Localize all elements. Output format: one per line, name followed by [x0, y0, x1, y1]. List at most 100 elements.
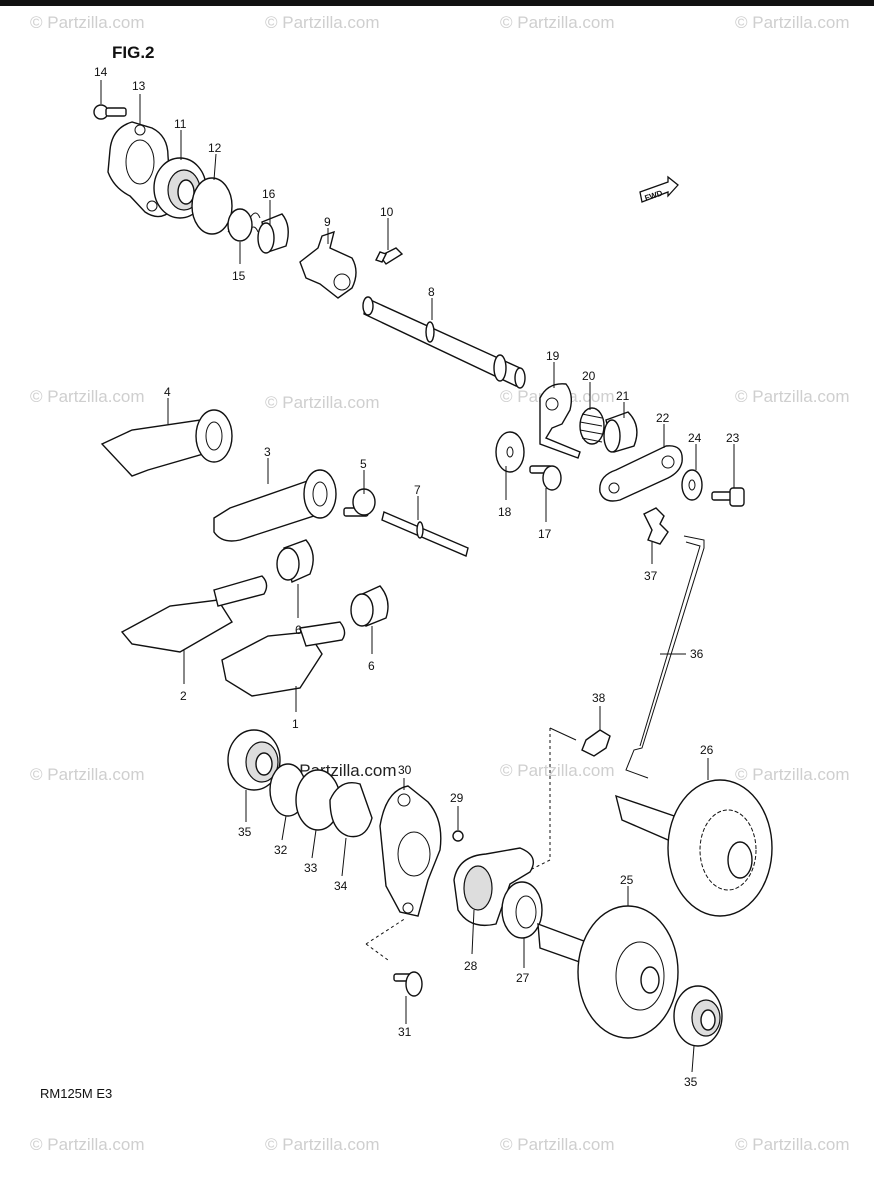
- label-20: 20: [582, 369, 596, 383]
- part-exhaust-valve-2: [120, 575, 268, 653]
- part-housing-30: [379, 785, 442, 917]
- label-15: 15: [232, 269, 246, 283]
- label-1: 1: [292, 717, 299, 731]
- fwd-arrow-icon: FWD: [639, 175, 679, 203]
- model-code: RM125M E3: [40, 1086, 112, 1101]
- label-29: 29: [450, 791, 464, 805]
- part-bolt-5: [343, 488, 376, 517]
- part-collar-6: [276, 539, 314, 583]
- part-gasket-34: [329, 782, 373, 838]
- label-31: 31: [398, 1025, 412, 1039]
- part-ball-29: [452, 830, 464, 842]
- watermark: © Partzilla.com: [265, 13, 380, 32]
- label-19: 19: [546, 349, 560, 363]
- watermark: © Partzilla.com: [735, 13, 850, 32]
- part-sleeve-16: [257, 213, 289, 254]
- watermark: © Partzilla.com: [735, 387, 850, 406]
- leader-line: [529, 728, 551, 871]
- label-2: 2: [180, 689, 187, 703]
- part-spring-20: [579, 407, 605, 445]
- label-7: 7: [414, 483, 421, 497]
- leader-lines: [100, 80, 735, 1073]
- label-4: 4: [164, 385, 171, 399]
- watermark: © Partzilla.com: [265, 1135, 380, 1154]
- part-bolt-10: [375, 247, 404, 265]
- watermark: © Partzilla.com: [30, 1135, 145, 1154]
- part-labels: 14 13 11 12 16 15 9 10 8 4 3 5 7 19 20 2…: [94, 65, 740, 1089]
- leader-line: [549, 727, 577, 741]
- part-oring-12: [191, 177, 233, 235]
- part-exhaust-valve-4: [100, 409, 233, 477]
- label-30: 30: [398, 763, 412, 777]
- label-34: 34: [334, 879, 348, 893]
- watermark: © Partzilla.com: [30, 387, 145, 406]
- part-screw-14: [93, 104, 127, 120]
- label-6: 6: [368, 659, 375, 673]
- part-exhaust-valve-1: [221, 621, 346, 697]
- label-18: 18: [498, 505, 512, 519]
- label-38: 38: [592, 691, 606, 705]
- part-rod-36: [625, 535, 705, 779]
- label-11: 11: [174, 117, 187, 131]
- label-14: 14: [94, 65, 108, 79]
- part-bolt-23: [711, 487, 745, 507]
- label-26: 26: [700, 743, 714, 757]
- label-16: 16: [262, 187, 276, 201]
- part-bearing-35: [673, 985, 723, 1047]
- part-exhaust-valve-3: [213, 469, 337, 542]
- label-35: 35: [684, 1075, 698, 1089]
- part-lever-9: [299, 230, 357, 299]
- label-9: 9: [324, 215, 331, 229]
- part-governor-28: [453, 847, 534, 927]
- part-clip-38: [581, 729, 611, 757]
- label-25: 25: [620, 873, 634, 887]
- part-shaft-8: [362, 296, 526, 389]
- label-5: 5: [360, 457, 367, 471]
- label-23: 23: [726, 431, 740, 445]
- label-32: 32: [274, 843, 288, 857]
- watermark: © Partzilla.com: [30, 765, 145, 784]
- label-3: 3: [264, 445, 271, 459]
- part-spring-15: [227, 208, 261, 242]
- label-21: 21: [616, 389, 630, 403]
- part-collar-6: [350, 585, 389, 627]
- figure-title: FIG.2: [112, 43, 155, 62]
- part-screw-31: [393, 971, 423, 997]
- label-27: 27: [516, 971, 530, 985]
- label-35: 35: [238, 825, 252, 839]
- label-13: 13: [132, 79, 146, 93]
- label-8: 8: [428, 285, 435, 299]
- watermark-group: © Partzilla.com © Partzilla.com © Partzi…: [30, 13, 850, 1154]
- part-gear-26: [615, 779, 773, 917]
- label-36: 36: [690, 647, 704, 661]
- label-6: 6: [295, 623, 302, 637]
- part-screw-17: [529, 465, 562, 491]
- part-washer-24: [681, 469, 703, 501]
- label-12: 12: [208, 141, 222, 155]
- watermark: © Partzilla.com: [735, 765, 850, 784]
- part-clip-37: [643, 507, 669, 545]
- label-22: 22: [656, 411, 670, 425]
- label-17: 17: [538, 527, 552, 541]
- part-stopper-19: [539, 383, 581, 459]
- watermark: © Partzilla.com: [500, 1135, 615, 1154]
- part-collar-21: [603, 411, 638, 453]
- watermark: © Partzilla.com: [30, 13, 145, 32]
- watermark: © Partzilla.com: [735, 1135, 850, 1154]
- watermark: © Partzilla.com: [265, 393, 380, 412]
- label-28: 28: [464, 959, 478, 973]
- part-bearing-35: [227, 729, 281, 791]
- watermark: © Partzilla.com: [500, 761, 615, 780]
- part-washer-27: [501, 881, 543, 939]
- part-gear-25: [537, 905, 679, 1039]
- part-link-plate-22: [599, 445, 683, 502]
- label-24: 24: [688, 431, 702, 445]
- label-37: 37: [644, 569, 658, 583]
- label-33: 33: [304, 861, 318, 875]
- leader-line: [365, 917, 407, 961]
- part-washer-18: [495, 431, 525, 473]
- label-10: 10: [380, 205, 394, 219]
- watermark: © Partzilla.com: [500, 13, 615, 32]
- top-border-bar: [0, 0, 874, 6]
